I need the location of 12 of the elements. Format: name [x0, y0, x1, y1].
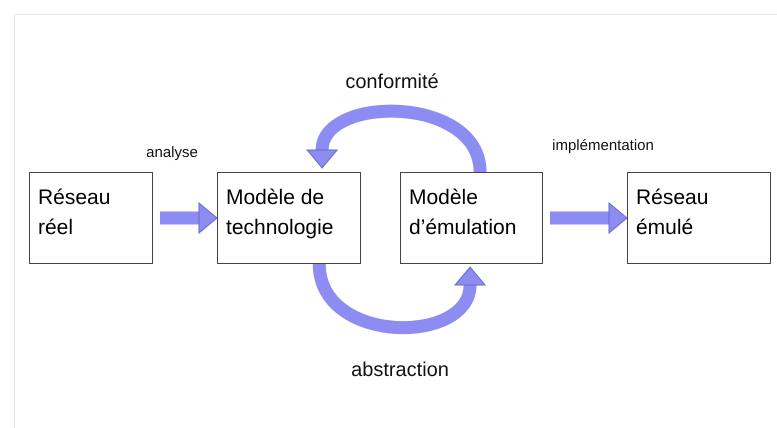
box-text: Réseau émulé	[636, 185, 710, 241]
block-arrow	[312, 262, 486, 334]
process-box	[627, 172, 771, 264]
process-box	[217, 172, 361, 264]
box-text: Modèle de technologie	[226, 185, 334, 241]
box-text: Modèle d’émulation	[409, 185, 518, 241]
process-box	[400, 172, 543, 264]
process-box	[29, 172, 153, 264]
block-arrow	[550, 202, 628, 234]
block-arrow	[160, 202, 218, 234]
box-text: Réseau réel	[38, 185, 112, 241]
block-arrow	[307, 105, 486, 174]
